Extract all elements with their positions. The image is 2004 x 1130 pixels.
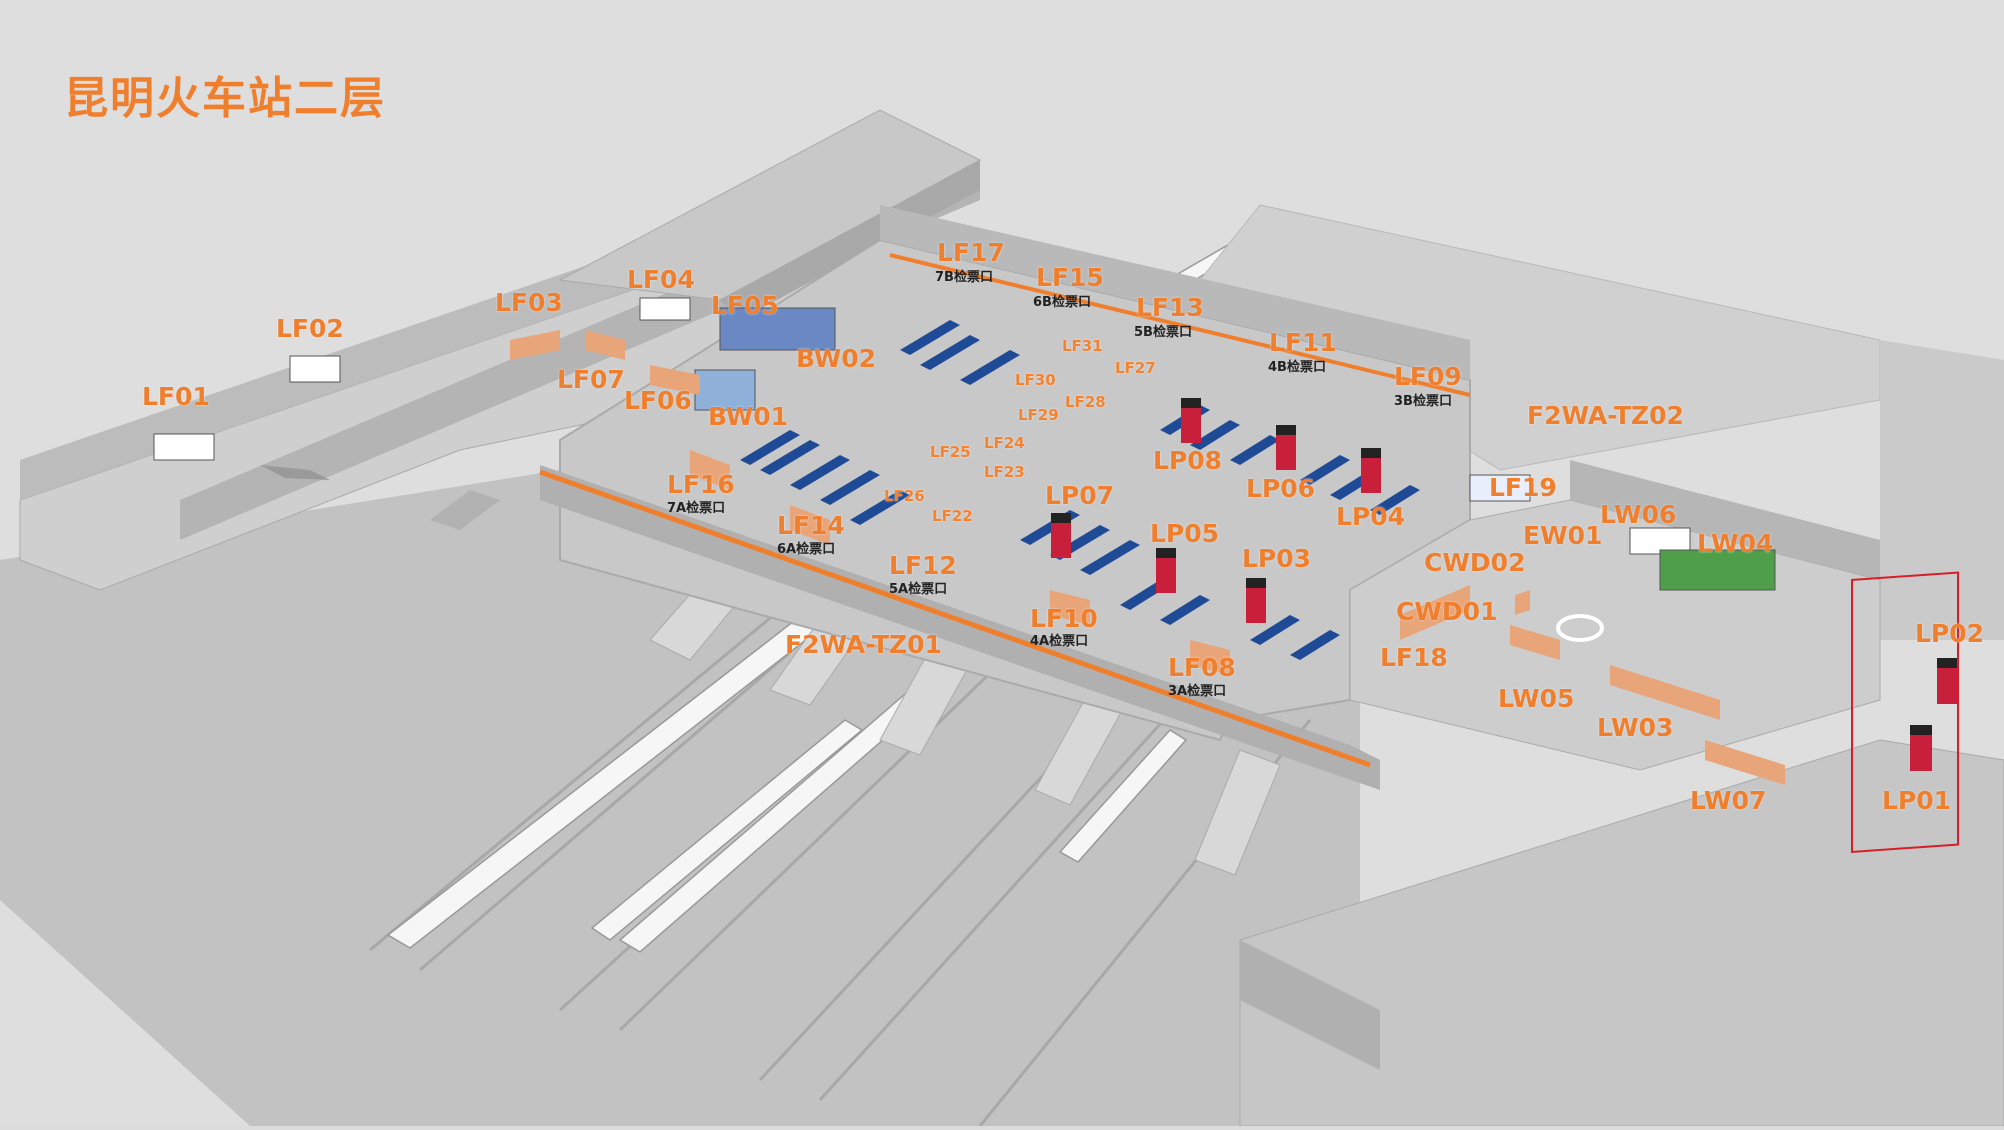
label-LF14: LF14	[777, 511, 845, 540]
label-LF31: LF31	[1062, 337, 1103, 355]
gate-5A: 5A检票口	[889, 582, 948, 597]
label-LF25: LF25	[930, 443, 971, 461]
label-BW02: BW02	[796, 344, 877, 373]
label-LF08: LF08	[1168, 653, 1236, 682]
gate-4B: 4B检票口	[1268, 360, 1326, 375]
area-markers	[510, 330, 1785, 785]
label-LF15: LF15	[1036, 263, 1104, 292]
label-LF22: LF22	[932, 507, 973, 525]
label-LF03: LF03	[495, 288, 563, 317]
label-LF02: LF02	[276, 314, 344, 343]
label-LW06: LW06	[1600, 500, 1677, 529]
label-LP03: LP03	[1242, 544, 1312, 573]
gate-3A: 3A检票口	[1168, 684, 1227, 699]
label-LF28: LF28	[1065, 393, 1106, 411]
label-LF17: LF17	[937, 238, 1005, 267]
label-LF06: LF06	[624, 386, 692, 415]
label-LF10: LF10	[1030, 604, 1098, 633]
label-LF27: LF27	[1115, 359, 1156, 377]
gate-5B: 5B检票口	[1134, 325, 1192, 340]
label-BW01: BW01	[708, 402, 789, 431]
gate-6A: 6A检票口	[777, 542, 836, 557]
label-LF16: LF16	[667, 470, 735, 499]
label-LF12: LF12	[889, 551, 957, 580]
label-CWD02: CWD02	[1424, 548, 1526, 577]
label-LF11: LF11	[1269, 328, 1337, 357]
gate-7B: 7B检票口	[935, 270, 993, 285]
label-LF09: LF09	[1394, 362, 1462, 391]
label-CWD01: CWD01	[1396, 597, 1498, 626]
gate-4A: 4A检票口	[1030, 634, 1089, 649]
label-LP02: LP02	[1915, 619, 1985, 648]
north-gate-line	[889, 253, 1471, 397]
label-LP04: LP04	[1336, 502, 1406, 531]
label-LF23: LF23	[984, 463, 1025, 481]
label-LW04: LW04	[1697, 529, 1774, 558]
advertising-kiosks	[1051, 398, 1959, 771]
label-LW03: LW03	[1597, 713, 1674, 742]
label-EW01: EW01	[1523, 521, 1603, 550]
billboards	[153, 297, 1776, 591]
south-gate-line	[539, 469, 1371, 768]
label-LF30: LF30	[1015, 371, 1056, 389]
label-LF07: LF07	[557, 365, 625, 394]
label-LF19: LF19	[1489, 473, 1557, 502]
label-LF24: LF24	[984, 434, 1025, 452]
label-LF29: LF29	[1018, 406, 1059, 424]
gate-7A: 7A检票口	[667, 501, 726, 516]
label-LF18: LF18	[1380, 643, 1448, 672]
label-LP08: LP08	[1153, 446, 1223, 475]
label-LP07: LP07	[1045, 481, 1115, 510]
page-title: 昆明火车站二层	[64, 73, 386, 124]
label-LP05: LP05	[1150, 519, 1220, 548]
label-LP01: LP01	[1882, 786, 1952, 815]
info-desk	[1556, 614, 1604, 642]
label-F2WA-TZ02: F2WA-TZ02	[1527, 401, 1684, 430]
west-wall	[20, 230, 690, 500]
label-LF01: LF01	[142, 382, 210, 411]
label-LW07: LW07	[1690, 786, 1767, 815]
label-F2WA-TZ01: F2WA-TZ01	[785, 630, 942, 659]
label-LW05: LW05	[1498, 684, 1575, 713]
east-platforms	[1199, 204, 1881, 471]
label-LF26: LF26	[884, 487, 925, 505]
label-LP06: LP06	[1246, 474, 1316, 503]
gate-3B: 3B检票口	[1394, 394, 1452, 409]
gate-6B: 6B检票口	[1033, 295, 1091, 310]
label-LF13: LF13	[1136, 293, 1204, 322]
label-LF05: LF05	[711, 291, 779, 320]
label-LF04: LF04	[627, 265, 695, 294]
